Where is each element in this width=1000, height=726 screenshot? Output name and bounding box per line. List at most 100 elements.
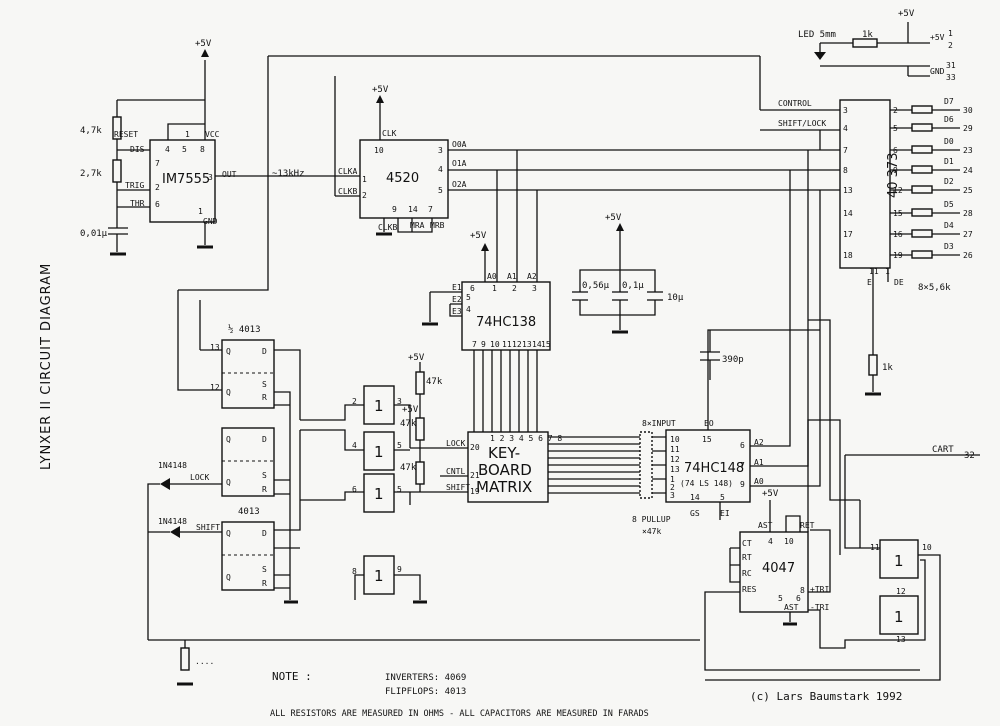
counter-pin-mra: MRA	[410, 221, 425, 230]
timer-pin-num-1b: 1	[198, 207, 203, 216]
counter-bottom-wires	[383, 218, 433, 233]
ff-b-s: S	[262, 471, 267, 480]
resistor-1k-bottom	[868, 354, 878, 376]
diode-lock-label: 1N4148	[158, 461, 187, 470]
conn-pin-31: 31	[946, 61, 956, 70]
inv-4-in: 8	[352, 567, 357, 576]
monostable-rc: RC	[742, 569, 752, 578]
counter-pin-2: 2	[362, 191, 367, 200]
note-inverters: INVERTERS: 4069	[385, 673, 466, 683]
note-flipflops: FLIPFLOPS: 4013	[385, 687, 466, 697]
monostable-ret: RET	[800, 521, 815, 530]
flipflop-a: ½ 4013 Q Q D S R 13 12	[210, 324, 275, 409]
resistor-1k-bottom-label: 1k	[882, 363, 893, 373]
cart-pin: 32	[964, 451, 975, 461]
ff-a-pin13: 13	[210, 343, 220, 352]
timer-ic: IM7555 RESET DIS TRIG THR VCC OUT GND 4 …	[80, 39, 335, 256]
diode-lock-icon	[160, 478, 170, 490]
timer-pin-gnd: GND	[203, 217, 218, 226]
latch-pin-de: DE	[894, 278, 904, 287]
decoder-pin-14: 14	[532, 340, 542, 349]
pullup-r2	[415, 417, 425, 441]
conn-24: 24	[963, 166, 973, 175]
cap-390p-label: 390p	[722, 355, 744, 365]
note-label: NOTE :	[272, 670, 312, 683]
pullup-pack-label: 8 PULLUP	[632, 515, 671, 524]
diode-shift-icon	[170, 526, 180, 538]
encoder-pin-12: 12	[670, 455, 680, 464]
keyboard-in-cntl: CNTL	[446, 467, 465, 476]
ff-a-r: R	[262, 393, 267, 402]
flipflop-wires	[177, 56, 301, 600]
decoder-pin-2: 2	[512, 284, 517, 293]
encoder-a2: A2	[754, 438, 764, 447]
timer-r2-label: 2,7k	[80, 169, 102, 179]
conn-30: 30	[963, 106, 973, 115]
latch-d3: D3	[944, 242, 954, 251]
conn-pin-33: 33	[946, 73, 956, 82]
timer-vcc-arrow-icon	[201, 49, 209, 57]
counter-body	[359, 139, 449, 219]
spare-inverter-label: 1	[894, 608, 904, 626]
diode-lock-signal: LOCK	[190, 473, 209, 482]
encoder-pin-1: 1	[670, 475, 675, 484]
bottom-bus-wire	[148, 639, 700, 648]
timer-pin-reset: RESET	[114, 130, 138, 139]
latch-body	[839, 99, 891, 269]
inverter-2	[363, 431, 395, 471]
flipflop-a-body	[221, 339, 275, 409]
resistor-bottom-left	[180, 647, 190, 671]
cap-056-label: 0,56μ	[582, 281, 610, 291]
encoder-output-wires	[707, 130, 821, 487]
keyboard-pin-21: 21	[470, 471, 480, 480]
inv-1-in: 2	[352, 397, 357, 406]
cap-vcc-label: +5V	[605, 213, 622, 223]
pullups: +5V 47k +5V 47k 47k	[400, 353, 443, 492]
monostable-tri-minus: -TRI	[810, 603, 829, 612]
encoder-ic: 74HC148 (74 LS 148) EO A2 A1 A0 GS EI 10…	[652, 130, 821, 520]
ff-c-qbar: Q	[226, 573, 231, 582]
latch-pin-e: E	[867, 278, 872, 287]
flipflop-c: 4013 Q Q D S R	[221, 507, 275, 591]
keyboard-pin-20: 20	[470, 443, 480, 452]
inv-4-out: 9	[397, 565, 402, 574]
ff-b-qbar: Q	[226, 478, 231, 487]
encoder-pin-7: 7	[740, 461, 745, 470]
monostable-name: 4047	[762, 561, 795, 576]
timer-pin-vcc: VCC	[205, 130, 220, 139]
spare-inverter	[879, 595, 919, 635]
timer-c1-label: 0,01μ	[80, 229, 108, 239]
keyboard-line-3: MATRIX	[476, 478, 532, 496]
encoder-a1: A1	[754, 458, 764, 467]
led-resistor-label: 1k	[862, 30, 873, 40]
ff-a-qbar: Q	[226, 388, 231, 397]
encoder-ei: EI	[720, 509, 730, 518]
conn-vcc-label: +5V	[930, 33, 945, 42]
latch-pin-l0: 3	[843, 106, 848, 115]
keyboard-body	[467, 431, 549, 503]
diagram-title: LYNXER II CIRCUIT DIAGRAM	[39, 263, 54, 470]
latch-d5: D5	[944, 200, 954, 209]
conn-pin-2: 2	[948, 41, 953, 50]
credit: (c) Lars Baumstark 1992	[750, 690, 902, 703]
spare-inv-pin-13: 13	[896, 635, 906, 644]
keyboard-row-bus	[548, 436, 640, 494]
timer-pin-num-3: 3	[208, 173, 213, 182]
encoder-pin-6: 6	[740, 441, 745, 450]
monostable-vcc-label: +5V	[762, 489, 779, 499]
counter-pin-7: 7	[428, 205, 433, 214]
latch-d0: D0	[944, 137, 954, 146]
inv-3-out: 5	[397, 485, 402, 494]
keyboard-matrix: KEY- BOARD MATRIX LOCK CNTL SHIFT 20 21 …	[440, 431, 640, 503]
latch-r7	[911, 250, 933, 259]
inverter-1-label: 1	[374, 397, 384, 415]
conn-pin-1: 1	[948, 29, 953, 38]
latch-pin-l5: 14	[843, 209, 853, 218]
counter-pin-mrb: MRB	[430, 221, 445, 230]
latch-enable-wires	[872, 268, 889, 392]
encoder-pin-13: 13	[670, 465, 680, 474]
led-vcc-label: +5V	[898, 9, 915, 19]
pullup-pack-body	[639, 431, 653, 499]
monostable-ic: 4047 AST 4 10 RET CT RT RC RES 5 6 8 -TR…	[704, 319, 926, 671]
diode-lock: 1N4148 LOCK	[147, 461, 222, 640]
